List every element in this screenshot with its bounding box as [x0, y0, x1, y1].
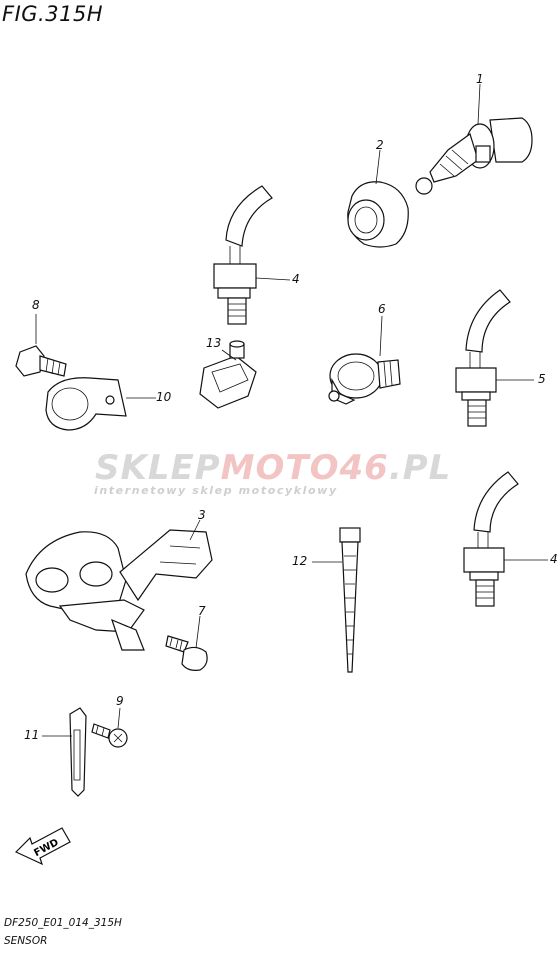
leader-4a	[255, 277, 291, 281]
callout-10: 10	[156, 390, 172, 404]
part-8-bolt	[15, 345, 67, 377]
callout-13: 13	[206, 336, 222, 350]
figure-title: FIG.315H	[2, 2, 104, 26]
callout-12: 12	[292, 554, 308, 568]
leader-1	[477, 83, 481, 125]
callout-11: 11	[24, 728, 40, 742]
leader-2	[375, 149, 381, 185]
watermark-brand-red: MOTO46	[220, 448, 389, 488]
callout-4b: 4	[550, 552, 558, 566]
part-6-sensor	[328, 353, 401, 405]
part-9-screw	[91, 723, 128, 748]
leader-6	[379, 315, 383, 357]
part-4a-sensor	[213, 185, 273, 325]
callout-7: 7	[198, 604, 206, 618]
callout-9: 9	[116, 694, 124, 708]
leader-7	[195, 615, 201, 649]
part-4b-sensor	[463, 471, 519, 607]
callout-2: 2	[376, 138, 384, 152]
callout-5: 5	[538, 372, 546, 386]
callout-1: 1	[476, 72, 484, 86]
part-12-cable-tie	[339, 527, 361, 673]
part-3-bracket	[25, 529, 213, 651]
part-13-clip	[199, 340, 257, 409]
callout-3: 3	[198, 508, 206, 522]
watermark-logo: SKLEPMOTO46.PL	[95, 448, 451, 488]
figure-section: SENSOR	[4, 935, 48, 947]
fwd-arrow-icon: FWD	[14, 827, 71, 866]
part-5-sensor	[455, 289, 511, 427]
leader-3	[189, 519, 201, 541]
callout-6: 6	[378, 302, 386, 316]
part-1-sensor	[415, 117, 533, 195]
watermark-brand-gray: SKLEP	[95, 448, 221, 488]
callout-8: 8	[32, 298, 40, 312]
leader-9	[117, 707, 121, 729]
part-10-clamp	[45, 377, 127, 431]
part-2-grommet	[347, 181, 409, 248]
watermark-tagline: internetowy sklep motocyklowy	[94, 484, 338, 497]
callout-4a: 4	[292, 272, 300, 286]
watermark-brand-suffix: .PL	[388, 448, 452, 488]
figure-code: DF250_E01_014_315H	[4, 917, 122, 929]
part-7-bolt	[165, 635, 208, 671]
part-11-strap	[69, 707, 87, 797]
leader-13	[221, 349, 237, 361]
